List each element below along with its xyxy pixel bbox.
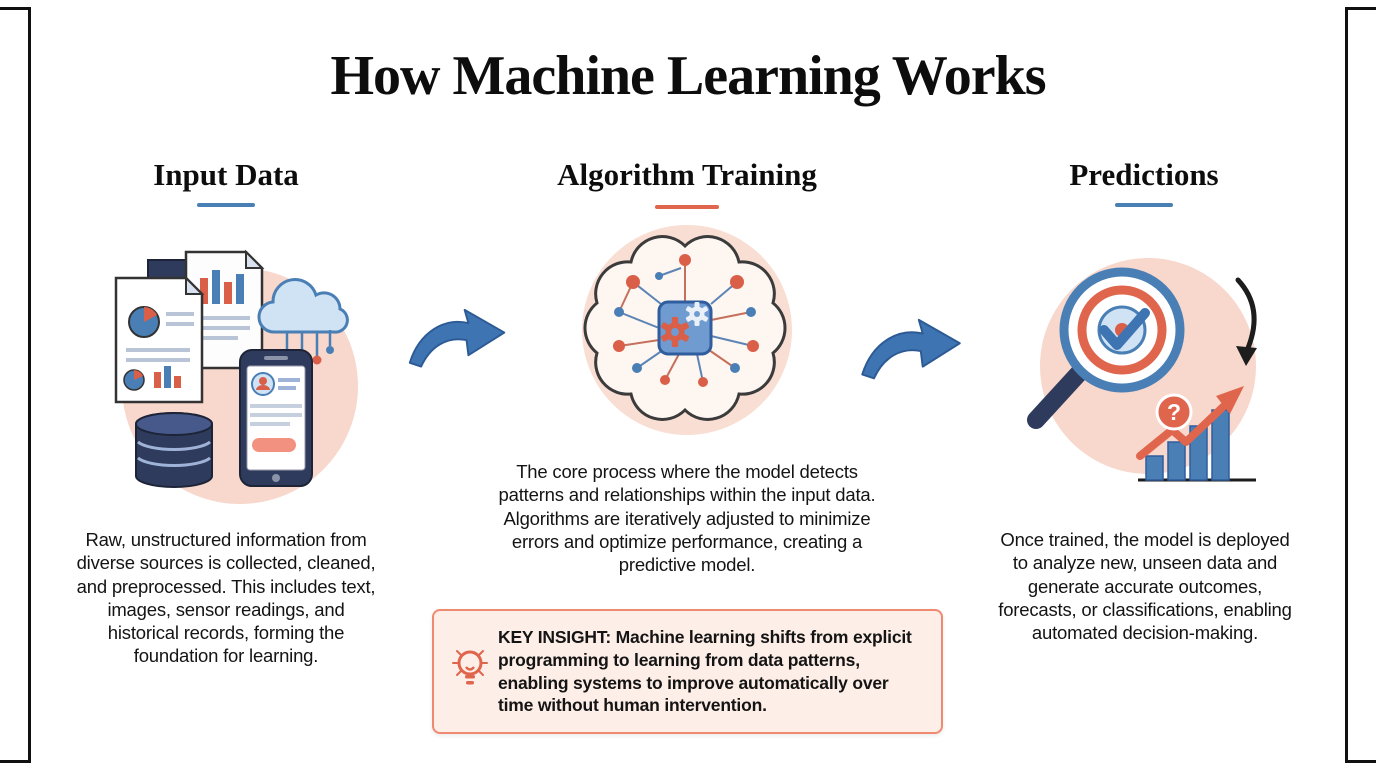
description-predictions: Once trained, the model is deployed to a…	[998, 529, 1292, 644]
description-input-data: Raw, unstructured information from diver…	[76, 529, 376, 667]
growth-chart-icon	[1136, 386, 1256, 482]
predictions-illustration: ?	[1027, 258, 1257, 482]
input-data-illustration	[114, 249, 358, 504]
database-icon	[135, 412, 213, 488]
frame-left-border	[0, 7, 31, 763]
flow-arrow-icon	[861, 318, 961, 380]
heading-underline-input-data	[197, 203, 255, 207]
curved-arrow-icon	[1235, 277, 1257, 366]
description-algorithm-training: The core process where the model detects…	[498, 461, 876, 576]
flow-arrow-icon	[408, 308, 506, 368]
question-mark-glyph: ?	[1167, 399, 1181, 425]
lightbulb-icon	[452, 650, 488, 685]
heading-algorithm-training: Algorithm Training	[557, 157, 817, 192]
heading-underline-predictions	[1115, 203, 1173, 207]
heading-input-data: Input Data	[153, 157, 299, 192]
heading-underline-algorithm-training	[655, 205, 719, 209]
page-title: How Machine Learning Works	[330, 45, 1046, 107]
gear-icon	[660, 302, 709, 347]
smartphone-icon	[239, 349, 313, 487]
key-insight-callout: KEY INSIGHT: Machine learning shifts fro…	[432, 609, 943, 734]
heading-predictions: Predictions	[1069, 157, 1219, 192]
key-insight-text: KEY INSIGHT: Machine learning shifts fro…	[498, 627, 912, 716]
magnifier-check-icon	[1027, 267, 1185, 429]
documents-icon	[114, 249, 265, 404]
frame-right-border	[1345, 7, 1376, 763]
question-mark-icon: ?	[1155, 393, 1193, 431]
algorithm-training-illustration	[582, 225, 792, 435]
